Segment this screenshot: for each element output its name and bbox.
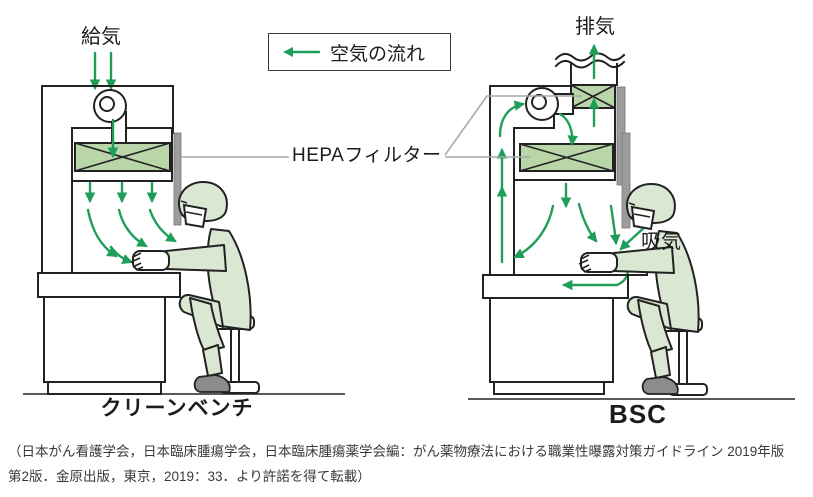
air-supply-label: 給気 xyxy=(81,26,121,48)
fan-blower-icon xyxy=(93,89,127,144)
glass-sash-panel xyxy=(173,132,182,226)
airflow-legend-arrow-icon xyxy=(283,47,321,57)
exhaust-duct-icon xyxy=(554,52,626,86)
intake-label: 吸気 xyxy=(641,231,681,253)
glass-sash-panel xyxy=(621,132,631,229)
bsc-diagram xyxy=(468,43,795,400)
exhaust-label: 排気 xyxy=(575,16,615,38)
bsc-title: BSC xyxy=(609,399,667,429)
hepa-filter-label: HEPAフィルター xyxy=(292,145,442,166)
hepa-filter-icon xyxy=(74,142,171,172)
legend-label: 空気の流れ xyxy=(330,43,426,65)
laminar-flow-arrows-icon xyxy=(84,181,177,264)
fan-blower-icon xyxy=(525,87,574,121)
citation: （日本がん看護学会，日本臨床腫瘍学会，日本臨床腫瘍薬学会編：がん薬物療法における… xyxy=(8,439,808,489)
downflow-arrows-icon xyxy=(513,182,653,259)
airflow-arrow-icon xyxy=(558,112,578,147)
citation-line-2: 第2版．金原出版，東京，2019：33．より許諾を得て転載） xyxy=(8,469,371,484)
citation-line-1: （日本がん看護学会，日本臨床腫瘍学会，日本臨床腫瘍薬学会編：がん薬物療法における… xyxy=(8,444,785,459)
clean-bench-diagram xyxy=(23,51,345,395)
main-hepa-filter-icon xyxy=(519,143,614,172)
clean-bench-title: クリーンベンチ xyxy=(100,397,254,420)
legend: 空気の流れ xyxy=(268,33,451,71)
hepa-leader-lines xyxy=(181,95,582,158)
air-supply-arrows-icon xyxy=(89,51,117,91)
